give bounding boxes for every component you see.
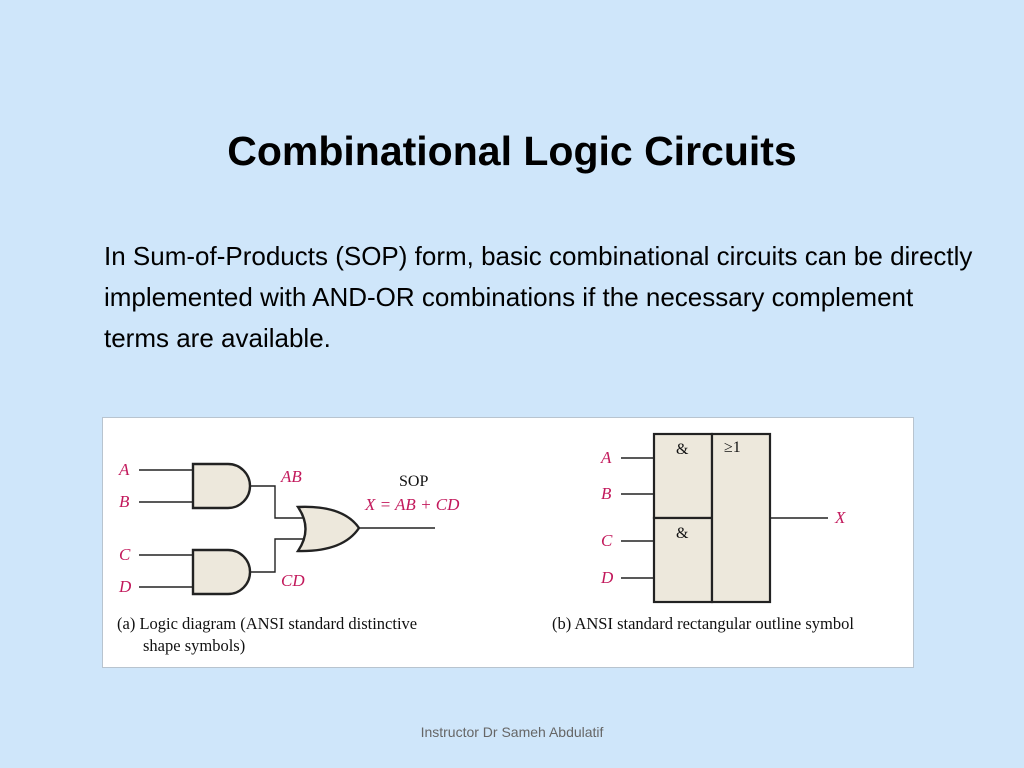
and-gate-bottom [191, 548, 252, 596]
wire-cd [250, 538, 308, 573]
logic-circuit-figure: A B C D AB CD SOP X = AB + CD (a) Logic … [102, 417, 914, 668]
label-input-d: D [118, 577, 132, 596]
label-input-c: C [119, 545, 131, 564]
slide-title: Combinational Logic Circuits [227, 128, 797, 174]
label-rect-input-b: B [601, 484, 612, 503]
slide-body-text: In Sum-of-Products (SOP) form, basic com… [104, 241, 973, 353]
caption-left-line2: shape symbols) [143, 636, 245, 655]
label-rect-output-x: X [834, 508, 846, 527]
footer-instructor: Instructor Dr Sameh Abdulatif [420, 724, 604, 740]
or-gate [295, 505, 361, 553]
rect-or [710, 432, 772, 604]
label-rect-input-d: D [600, 568, 614, 587]
label-cd: CD [281, 571, 305, 590]
label-and-symbol-top: & [676, 441, 689, 458]
wire-ab [250, 485, 308, 519]
label-input-b: B [119, 492, 130, 511]
logic-circuit-svg: A B C D AB CD SOP X = AB + CD (a) Logic … [117, 432, 854, 655]
label-rect-input-c: C [601, 531, 613, 550]
label-or-symbol: ≥1 [724, 439, 741, 456]
label-input-a: A [118, 460, 130, 479]
label-rect-input-a: A [600, 448, 612, 467]
label-expression: X = AB + CD [364, 495, 460, 514]
label-and-symbol-bottom: & [676, 525, 689, 542]
caption-left-line1: (a) Logic diagram (ANSI standard distinc… [117, 614, 417, 633]
caption-right: (b) ANSI standard rectangular outline sy… [552, 614, 854, 633]
label-sop: SOP [399, 473, 428, 490]
and-gate-top [191, 462, 252, 510]
label-ab: AB [280, 467, 302, 486]
